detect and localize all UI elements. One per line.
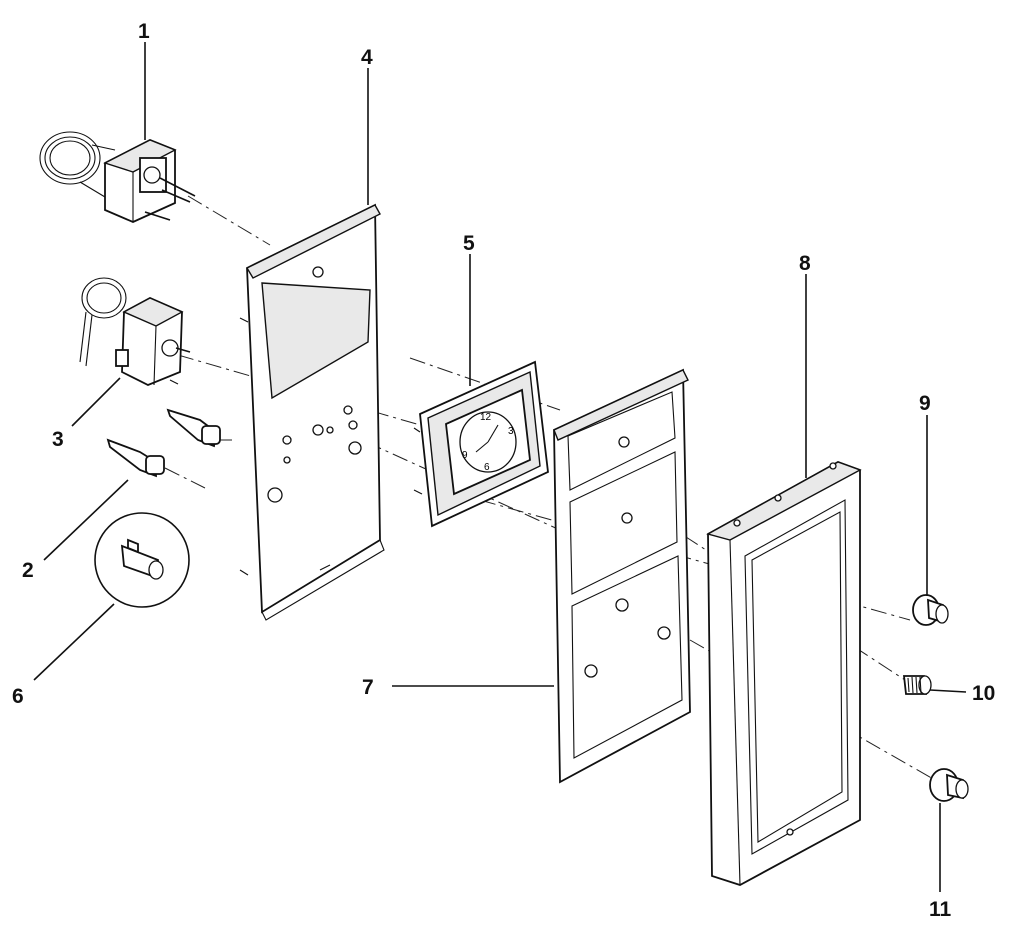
part-7-front-panel xyxy=(553,368,691,784)
callout-3: 3 xyxy=(52,428,64,451)
callout-4: 4 xyxy=(361,46,373,69)
callout-2: 2 xyxy=(22,559,34,582)
clock-numeral-12: 12 xyxy=(480,412,492,423)
callout-9: 9 xyxy=(919,392,931,415)
clock-numeral-9: 9 xyxy=(462,450,468,461)
clock-numeral-6: 6 xyxy=(484,462,490,473)
callout-8: 8 xyxy=(799,252,811,275)
part-9-knob xyxy=(912,594,949,626)
part-11-knob xyxy=(929,768,969,802)
part-2-sensor-probes xyxy=(106,408,221,478)
clock-numeral-3: 3 xyxy=(508,426,514,437)
part-4-mounting-panel xyxy=(239,203,385,621)
part-3-thermostat xyxy=(79,277,191,386)
part-6-plug xyxy=(94,512,190,608)
part-8-trim-frame xyxy=(706,461,862,886)
callout-7: 7 xyxy=(362,676,374,699)
callout-6: 6 xyxy=(12,685,24,708)
part-1-thermostat xyxy=(39,131,196,223)
leader-lines xyxy=(33,42,967,892)
callout-11: 11 xyxy=(929,898,952,921)
part-5-clock-timer: 12 3 6 9 xyxy=(413,360,549,528)
callout-labels: 1 4 5 8 9 3 2 6 7 10 11 xyxy=(12,20,995,921)
part-10-knob xyxy=(902,675,932,695)
callout-5: 5 xyxy=(463,232,475,255)
callout-10: 10 xyxy=(972,682,995,705)
callout-1: 1 xyxy=(138,20,150,43)
